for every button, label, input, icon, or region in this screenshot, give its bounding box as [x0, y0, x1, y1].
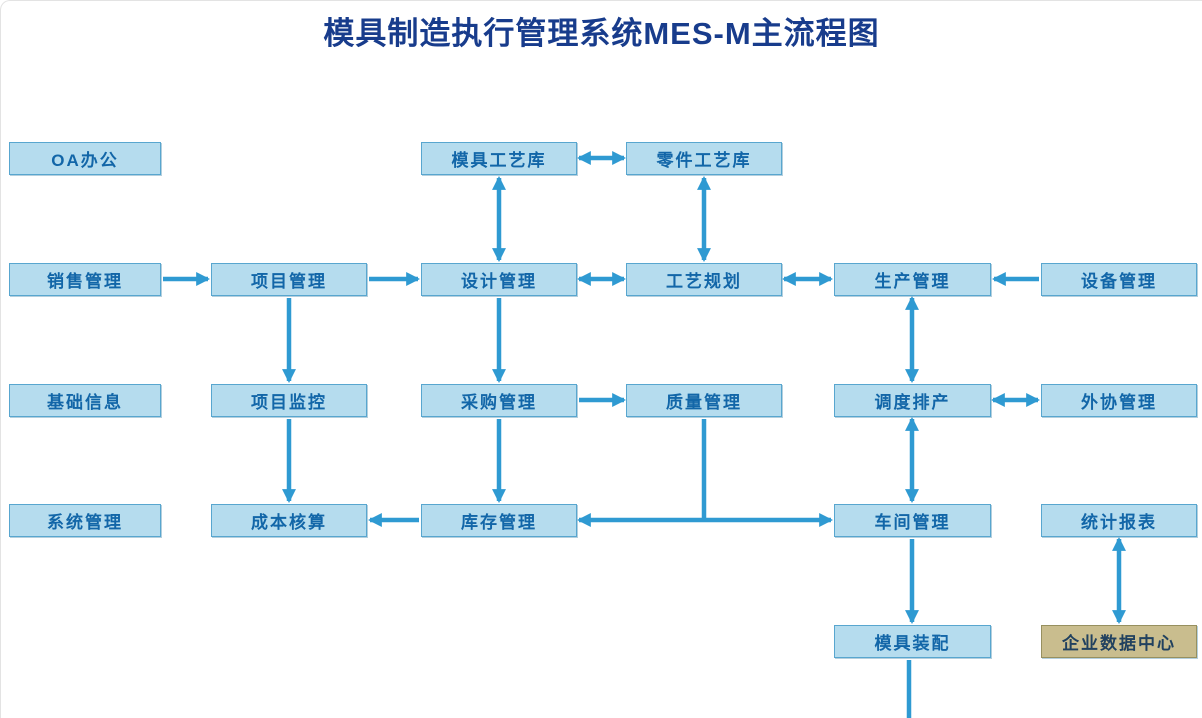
node-sales: 销售管理 — [9, 263, 161, 296]
node-purchase: 采购管理 — [421, 384, 577, 417]
node-equipment: 设备管理 — [1041, 263, 1197, 296]
node-scheduling: 调度排产 — [834, 384, 991, 417]
node-production: 生产管理 — [834, 263, 991, 296]
node-outsourcing: 外协管理 — [1041, 384, 1197, 417]
node-project-monitor: 项目监控 — [211, 384, 367, 417]
node-inventory: 库存管理 — [421, 504, 577, 537]
node-quality: 质量管理 — [626, 384, 782, 417]
node-design: 设计管理 — [421, 263, 577, 296]
node-process-plan: 工艺规划 — [626, 263, 782, 296]
node-report: 统计报表 — [1041, 504, 1197, 537]
node-assembly: 模具装配 — [834, 625, 991, 658]
node-project: 项目管理 — [211, 263, 367, 296]
node-part-lib: 零件工艺库 — [626, 142, 782, 175]
node-workshop: 车间管理 — [834, 504, 991, 537]
node-basic-info: 基础信息 — [9, 384, 161, 417]
node-mould-lib: 模具工艺库 — [421, 142, 577, 175]
node-oa: OA办公 — [9, 142, 161, 175]
node-system: 系统管理 — [9, 504, 161, 537]
node-cost: 成本核算 — [211, 504, 367, 537]
node-data-center: 企业数据中心 — [1041, 625, 1197, 658]
diagram-title: 模具制造执行管理系统MES-M主流程图 — [323, 16, 880, 51]
